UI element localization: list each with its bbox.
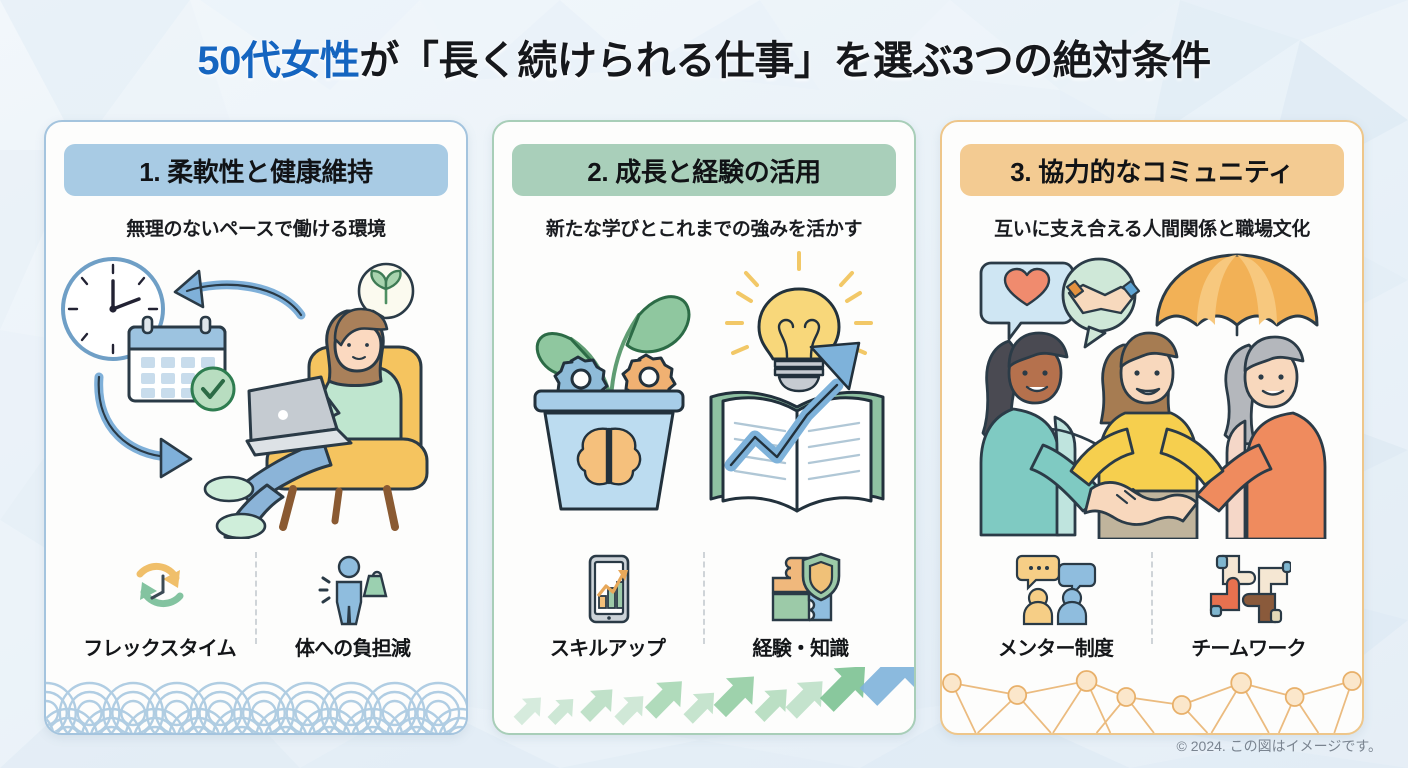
feature-flextime-label: フレックスタイム	[83, 638, 236, 660]
card-2-header: 2. 成長と経験の活用	[512, 144, 896, 196]
person-with-weight-icon	[311, 552, 395, 626]
illustration-woman-laptop	[51, 249, 461, 539]
feature-teamwork[interactable]: チームワーク	[1153, 552, 1344, 661]
footer-copyright: © 2024. この図はイメージです。	[1176, 738, 1382, 754]
network-nodes-pattern	[942, 667, 1362, 733]
puzzle-shield-icon	[759, 552, 843, 626]
two-people-chat-icon	[1014, 552, 1098, 626]
feature-skillup-label: スキルアップ	[549, 638, 666, 660]
page-title-rest: が「長く続けられる仕事」を選ぶ3つの絶対条件	[359, 39, 1211, 83]
card-1-header: 1. 柔軟性と健康維持	[64, 144, 448, 196]
card-1-subtitle: 無理のないペースで働ける環境	[126, 219, 386, 240]
page-title-highlight: 50代女性	[197, 39, 360, 83]
feature-divider	[703, 552, 705, 644]
feature-less-burden[interactable]: 体への負担減	[257, 552, 448, 661]
feature-less-burden-label: 体への負担減	[294, 638, 411, 660]
feature-mentor[interactable]: メンター制度	[960, 552, 1151, 661]
feature-knowledge[interactable]: 経験・知識	[705, 552, 896, 661]
feature-flextime[interactable]: フレックスタイム	[64, 552, 255, 661]
card-flexibility-health[interactable]: 1. 柔軟性と健康維持 無理のないペースで働ける環境	[44, 120, 468, 735]
card-growth-experience[interactable]: 2. 成長と経験の活用 新たな学びとこれまでの強みを活かす	[492, 120, 916, 735]
feature-skillup[interactable]: スキルアップ	[512, 552, 703, 661]
page-title: 50代女性が「長く続けられる仕事」を選ぶ3つの絶対条件	[0, 28, 1408, 86]
card-supportive-community[interactable]: 3. 協力的なコミュニティ 互いに支え合える人間関係と職場文化	[940, 120, 1364, 735]
card-3-header: 3. 協力的なコミュニティ	[960, 144, 1344, 196]
feature-divider	[255, 552, 257, 644]
feature-mentor-label: メンター制度	[997, 638, 1114, 660]
card-1-feature-row: フレックスタイム	[64, 541, 448, 661]
illustration-plant-book-bulb	[499, 249, 909, 539]
seigaiha-wave-pattern	[46, 667, 466, 733]
card-2-subtitle: 新たな学びとこれまでの強みを活かす	[545, 219, 863, 240]
feature-knowledge-label: 経験・知識	[752, 638, 850, 660]
cards-row: 1. 柔軟性と健康維持 無理のないペースで働ける環境	[44, 120, 1364, 735]
tablet-growth-chart-icon	[566, 552, 650, 626]
feature-divider	[1151, 552, 1153, 644]
feature-teamwork-label: チームワーク	[1191, 638, 1306, 660]
four-hands-teamwork-icon	[1207, 552, 1291, 626]
card-2-feature-row: スキルアップ 経験・知識	[512, 541, 896, 661]
card-3-feature-row: メンター制度	[960, 541, 1344, 661]
card-3-subtitle: 互いに支え合える人間関係と職場文化	[994, 219, 1310, 240]
illustration-three-women-handshake	[947, 249, 1357, 539]
cycle-clock-icon	[118, 552, 202, 626]
ascending-arrows-pattern	[494, 667, 914, 733]
